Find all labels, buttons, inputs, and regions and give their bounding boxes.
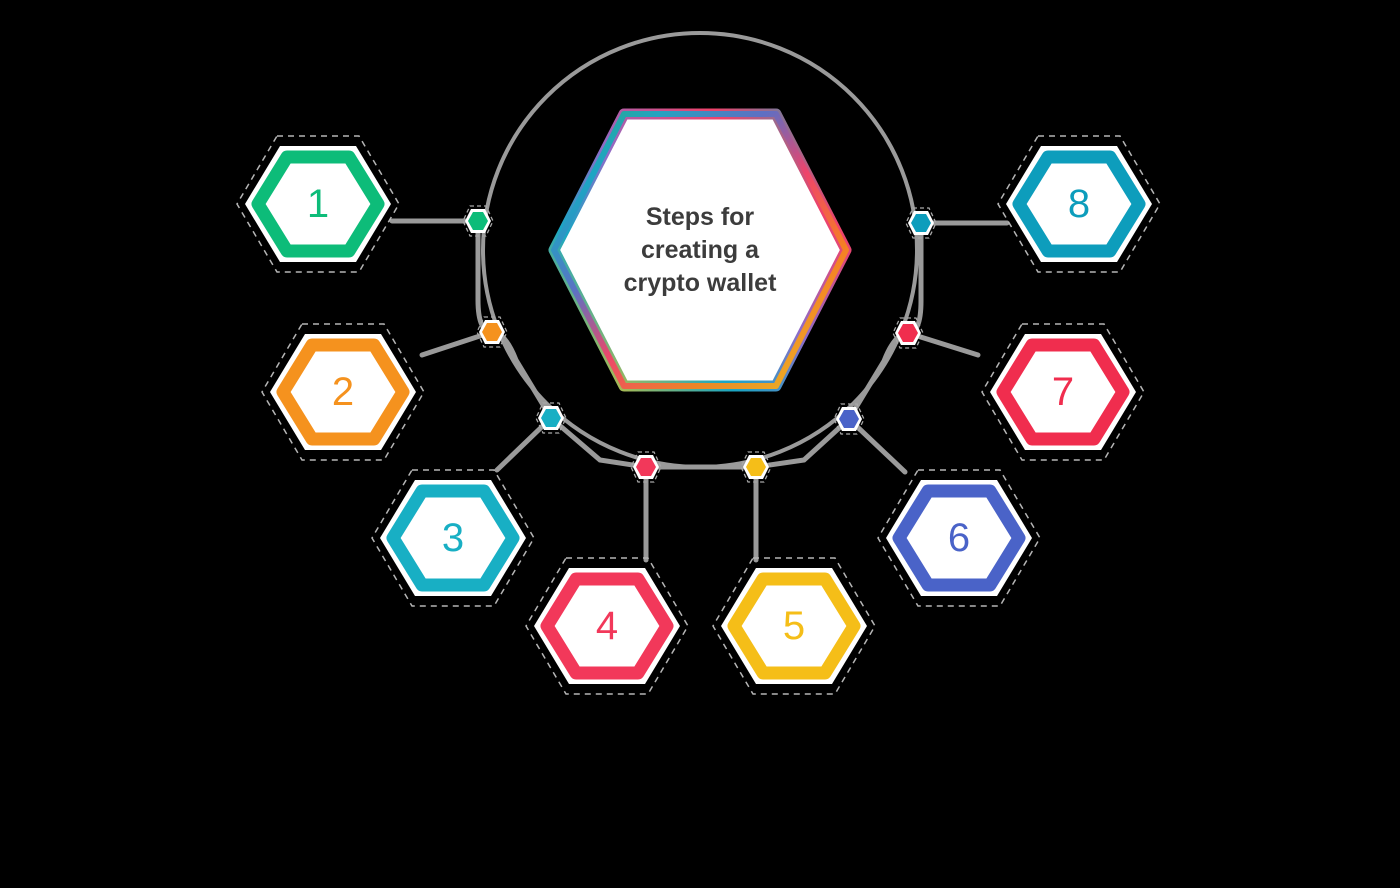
step-number-1: 1: [306, 182, 330, 226]
step-node-2[interactable]: 2: [258, 317, 428, 467]
step-number-5: 5: [782, 604, 806, 648]
step-number-2: 2: [331, 370, 355, 414]
hexagon-shape-1: [236, 135, 400, 273]
hexagon-shape-5: [712, 557, 876, 695]
stub-node-6: [846, 416, 908, 475]
step-node-4[interactable]: 4: [522, 551, 692, 701]
step-node-3[interactable]: 3: [368, 463, 538, 613]
stub-node-2: [419, 329, 495, 358]
connector-path-right-lower: [753, 416, 852, 470]
connector-dot-1: [461, 204, 495, 238]
connector-dot-8: [904, 206, 938, 240]
hexagon-shape-4: [525, 557, 689, 695]
step-node-8[interactable]: 8: [994, 129, 1164, 279]
center-title: Steps for creating a crypto wallet: [540, 100, 860, 400]
step-number-7: 7: [1051, 370, 1075, 414]
connector-path-left-lower: [548, 415, 649, 470]
step-node-1[interactable]: 1: [233, 129, 403, 279]
hexagon-shape-7: [981, 323, 1145, 461]
hexagon-shape-2: [261, 323, 425, 461]
step-number-6: 6: [947, 516, 971, 560]
step-node-7[interactable]: 7: [978, 317, 1148, 467]
center-hexagon-shape: [548, 108, 852, 392]
step-number-3: 3: [441, 516, 465, 560]
hexagon-shape-3: [371, 469, 535, 607]
step-node-5[interactable]: 5: [709, 551, 879, 701]
center-title-line1: Steps for: [645, 202, 755, 231]
stub-node-7: [905, 330, 981, 358]
hexagon-shape-8: [997, 135, 1161, 273]
step-number-4: 4: [595, 604, 619, 648]
connector-dot-2: [475, 315, 509, 349]
center-title-line2: creating a: [640, 235, 760, 264]
stub-node-3: [494, 415, 554, 473]
center-title-line3: crypto wallet: [623, 268, 777, 297]
center-hexagon: Steps for creating a crypto wallet: [540, 100, 860, 400]
connector-dot-6: [832, 402, 866, 436]
step-node-6[interactable]: 6: [874, 463, 1044, 613]
connector-dot-7: [891, 316, 925, 350]
connector-dot-3: [534, 401, 568, 435]
connector-dot-5: [739, 450, 773, 484]
step-number-8: 8: [1067, 182, 1091, 226]
hexagon-shape-6: [877, 469, 1041, 607]
connector-dot-4: [629, 450, 663, 484]
